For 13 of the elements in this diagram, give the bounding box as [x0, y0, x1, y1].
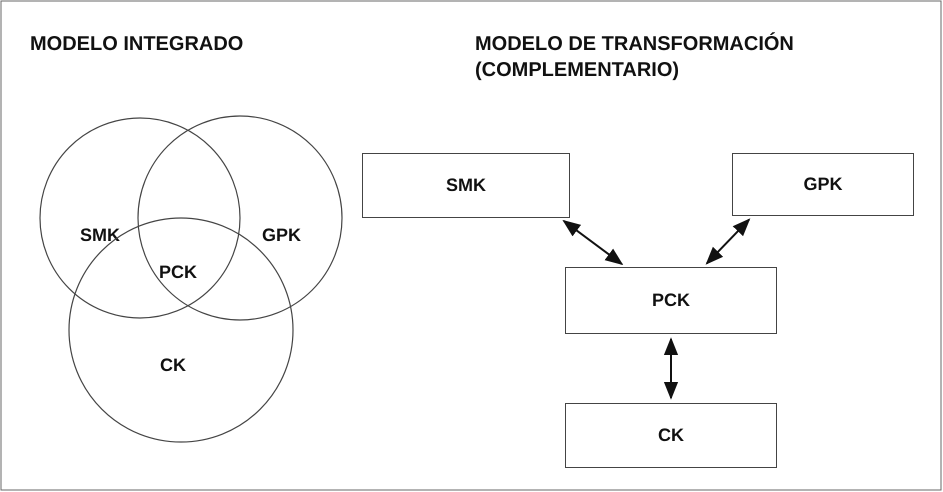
concept-box: SMK [362, 153, 570, 218]
overlap-label: PCK [159, 261, 198, 284]
circle-label: GPK [262, 225, 302, 246]
circle-label: SMK [80, 225, 120, 246]
circle-label: CK [160, 355, 186, 376]
double-arrow [664, 337, 678, 400]
double-arrow [562, 220, 624, 266]
section-heading: MODELO INTEGRADO [30, 32, 244, 57]
concept-box: PCK [565, 267, 777, 334]
double-arrow [706, 218, 750, 265]
section-heading: MODELO DE TRANSFORMACIÓN (COMPLEMENTARIO) [475, 31, 795, 83]
concept-box: GPK [732, 153, 914, 216]
concept-box: CK [565, 403, 777, 468]
